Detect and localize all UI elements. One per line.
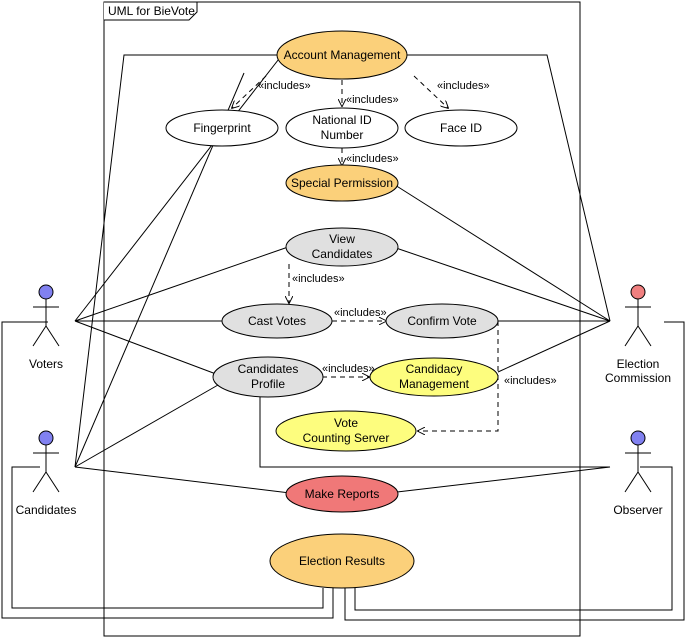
actor-observer-head [630, 430, 646, 446]
include-account-faceid [413, 75, 448, 108]
actor-voters-head [38, 284, 54, 300]
include-label-8: «includes» [504, 375, 557, 387]
use-cases: Account Management Fingerprint National … [165, 30, 518, 589]
assoc-observer-reports [396, 466, 611, 493]
include-label-2: «includes» [346, 94, 399, 106]
include-labels: «includes» «includes» «includes» «includ… [258, 80, 557, 387]
usecase-face-id-shape [404, 109, 518, 147]
usecase-face-id-label: Face ID [440, 121, 482, 135]
usecase-candidates-profile-label-1: Candidates [238, 362, 299, 376]
assoc-observer-results [354, 466, 673, 611]
usecase-election-results[interactable]: Election Results [269, 533, 415, 589]
usecase-fingerprint-label: Fingerprint [193, 121, 251, 135]
assoc-voters-account [74, 54, 283, 322]
include-label-7: «includes» [322, 363, 375, 375]
usecase-fingerprint[interactable]: Fingerprint [165, 109, 279, 147]
usecase-view-candidates-shape [285, 227, 399, 267]
actor-election-commission[interactable]: Election Commission [605, 284, 671, 385]
assoc-voters-results [1, 321, 334, 619]
usecase-candidacy-management[interactable]: Candidacy Management [369, 357, 499, 397]
usecase-confirm-vote[interactable]: Confirm Vote [385, 303, 499, 339]
actor-candidates[interactable]: Candidates [16, 430, 77, 517]
actor-candidates-head [38, 430, 54, 446]
usecase-national-id-number-label-2: Number [321, 128, 364, 142]
assoc-candidates-results [11, 466, 324, 609]
usecase-account-management[interactable]: Account Management [276, 30, 408, 80]
assoc-ec-special [394, 184, 611, 322]
actor-candidates-label: Candidates [16, 503, 77, 517]
usecase-cast-votes[interactable]: Cast Votes [221, 303, 333, 339]
actor-voters[interactable]: Voters [29, 284, 63, 371]
include-confirm-counting [418, 321, 499, 431]
include-account-fingerprint [232, 75, 267, 108]
usecase-election-results-label: Election Results [299, 554, 385, 568]
include-label-4: «includes» [346, 153, 399, 165]
usecase-special-permission-label: Special Permission [291, 176, 393, 190]
assoc-ec-results [344, 321, 685, 621]
usecase-confirm-vote-label: Confirm Vote [407, 314, 477, 328]
usecase-account-management-shape [276, 30, 408, 80]
assoc-voters-view [74, 245, 292, 322]
usecase-cast-votes-label: Cast Votes [248, 314, 306, 328]
usecase-national-id-number-label-1: National ID [312, 113, 372, 127]
include-dependencies [232, 75, 499, 431]
usecase-make-reports-label: Make Reports [305, 487, 380, 501]
assoc-voters-profile [74, 320, 217, 375]
assoc-observer-profile [259, 390, 610, 468]
usecase-candidacy-management-label-1: Candidacy [406, 362, 463, 376]
usecase-cast-votes-shape [221, 303, 333, 339]
usecase-special-permission[interactable]: Special Permission [285, 164, 399, 202]
usecase-view-candidates[interactable]: View Candidates [285, 227, 399, 267]
actor-voters-label: Voters [29, 357, 63, 371]
actor-observer[interactable]: Observer [613, 430, 663, 517]
usecase-vote-counting-server[interactable]: Vote Counting Server [275, 410, 417, 452]
usecase-special-permission-shape [285, 164, 399, 202]
usecase-vote-counting-server-label-1: Vote [334, 416, 358, 430]
usecase-candidates-profile-shape [212, 356, 324, 398]
usecase-candidates-profile-label-2: Profile [251, 377, 285, 391]
usecase-account-management-label: Account Management [284, 48, 401, 62]
usecase-vote-counting-server-shape [275, 410, 417, 452]
include-label-6: «includes» [334, 307, 387, 319]
usecase-candidates-profile[interactable]: Candidates Profile [212, 356, 324, 398]
actor-election-commission-label-2: Commission [605, 371, 671, 385]
usecase-view-candidates-label-1: View [329, 232, 355, 246]
actor-election-commission-label-1: Election [617, 357, 660, 371]
actor-observer-label: Observer [613, 503, 662, 517]
usecase-election-results-shape [269, 533, 415, 589]
assoc-ec-account [407, 54, 611, 322]
include-label-1: «includes» [258, 80, 311, 92]
include-label-3: «includes» [437, 80, 490, 92]
usecase-face-id[interactable]: Face ID [404, 109, 518, 147]
assoc-candidates-profile [74, 384, 219, 468]
usecase-vote-counting-server-label-2: Counting Server [303, 431, 390, 445]
usecase-view-candidates-label-2: Candidates [312, 247, 373, 261]
usecase-confirm-vote-shape [385, 303, 499, 339]
usecase-candidacy-management-label-2: Management [399, 377, 470, 391]
assoc-ec-view [395, 247, 611, 322]
assoc-candidates-reports [74, 466, 291, 494]
assoc-candidates-account [74, 54, 278, 468]
usecase-candidacy-management-shape [369, 357, 499, 397]
usecase-national-id-number-shape [285, 107, 399, 149]
include-label-5: «includes» [292, 273, 345, 285]
usecase-national-id-number[interactable]: National ID Number [285, 107, 399, 149]
actor-election-commission-head [630, 284, 646, 300]
usecase-make-reports-shape [285, 475, 399, 513]
assoc-ec-candidacy [497, 320, 611, 373]
usecase-fingerprint-shape [165, 109, 279, 147]
usecase-make-reports[interactable]: Make Reports [285, 475, 399, 513]
system-frame: UML for BieVote [103, 1, 581, 637]
actors: Voters Candidates Election Commission Ob… [16, 284, 671, 517]
frame-title: UML for BieVote [108, 4, 195, 18]
